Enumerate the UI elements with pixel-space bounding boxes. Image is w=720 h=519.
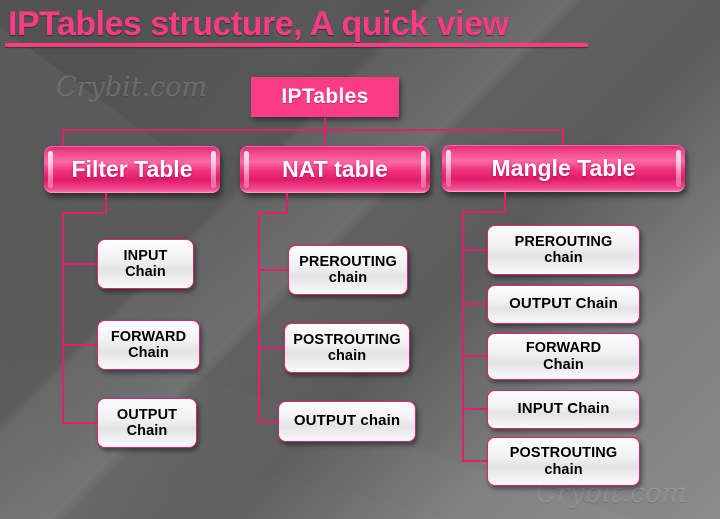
connector-root-to-filter	[62, 129, 64, 147]
chain-label: INPUT Chain	[123, 247, 168, 280]
chain-label: POSTROUTING chain	[293, 331, 401, 364]
connector-mangle-branch-4	[462, 408, 489, 410]
chain-label: PREROUTING chain	[514, 233, 613, 266]
chain-label: FORWARD Chain	[525, 340, 602, 373]
connector-nat-spine	[258, 212, 260, 421]
connector-mangle-branch-3	[462, 355, 489, 357]
table-header-nat-label: NAT table	[282, 156, 388, 182]
chain-box-filter-forward[interactable]: FORWARD Chain	[97, 320, 200, 370]
chain-box-mangle-forward[interactable]: FORWARD Chain	[487, 333, 640, 380]
connector-nat-branch-2	[258, 347, 286, 349]
chain-label: FORWARD Chain	[110, 328, 187, 361]
watermark-top: Crybit.com	[56, 72, 208, 103]
chain-label: POSTROUTING chain	[509, 445, 618, 478]
chain-label: INPUT Chain	[517, 400, 610, 418]
chain-label: OUTPUT Chain	[509, 295, 618, 313]
root-node-iptables[interactable]: IPTables	[251, 77, 399, 117]
connector-root-bus	[62, 129, 564, 131]
chain-box-mangle-prerouting[interactable]: PREROUTING chain	[487, 225, 640, 275]
connector-mangle-stem	[504, 192, 506, 212]
connector-root-to-mangle	[562, 129, 564, 146]
chain-box-nat-output[interactable]: OUTPUT chain	[278, 401, 416, 442]
chain-box-mangle-output[interactable]: OUTPUT Chain	[487, 285, 640, 324]
connector-filter-branch-1	[62, 263, 98, 265]
connector-filter-stem-elbow	[62, 212, 106, 214]
page-title: IPTables structure, A quick view	[8, 5, 509, 43]
connector-mangle-branch-5	[462, 460, 489, 462]
chain-box-filter-input[interactable]: INPUT Chain	[97, 239, 194, 289]
connector-filter-branch-3	[62, 422, 98, 424]
connector-nat-branch-1	[258, 269, 290, 271]
chain-box-filter-output[interactable]: OUTPUT Chain	[97, 398, 197, 448]
chain-box-nat-prerouting[interactable]: PREROUTING chain	[288, 245, 408, 295]
connector-nat-stem	[286, 193, 288, 213]
chain-label: PREROUTING chain	[299, 253, 397, 286]
table-header-filter-label: Filter Table	[71, 156, 193, 182]
connector-root-down	[324, 117, 326, 129]
connector-mangle-spine	[462, 211, 464, 461]
table-header-mangle-label: Mangle Table	[491, 155, 636, 181]
connector-mangle-branch-1	[462, 249, 489, 251]
connector-filter-branch-2	[62, 344, 98, 346]
connector-mangle-branch-2	[462, 303, 489, 305]
chain-label: OUTPUT Chain	[116, 406, 178, 439]
connector-filter-stem	[105, 193, 107, 213]
table-header-filter[interactable]: Filter Table	[44, 146, 220, 193]
connector-mangle-stem-elbow	[462, 211, 505, 213]
chain-label: OUTPUT chain	[293, 412, 401, 430]
connector-filter-spine	[62, 213, 64, 422]
chain-box-nat-postrouting[interactable]: POSTROUTING chain	[284, 323, 410, 373]
connector-nat-branch-3	[258, 421, 280, 423]
connector-root-to-nat	[324, 129, 326, 147]
chain-box-mangle-postrouting[interactable]: POSTROUTING chain	[487, 437, 640, 486]
connector-nat-stem-elbow	[258, 212, 287, 214]
chain-box-mangle-input[interactable]: INPUT Chain	[487, 390, 640, 429]
root-node-label: IPTables	[281, 85, 369, 108]
table-header-nat[interactable]: NAT table	[240, 146, 430, 193]
table-header-mangle[interactable]: Mangle Table	[442, 145, 685, 192]
title-underline	[5, 43, 588, 47]
